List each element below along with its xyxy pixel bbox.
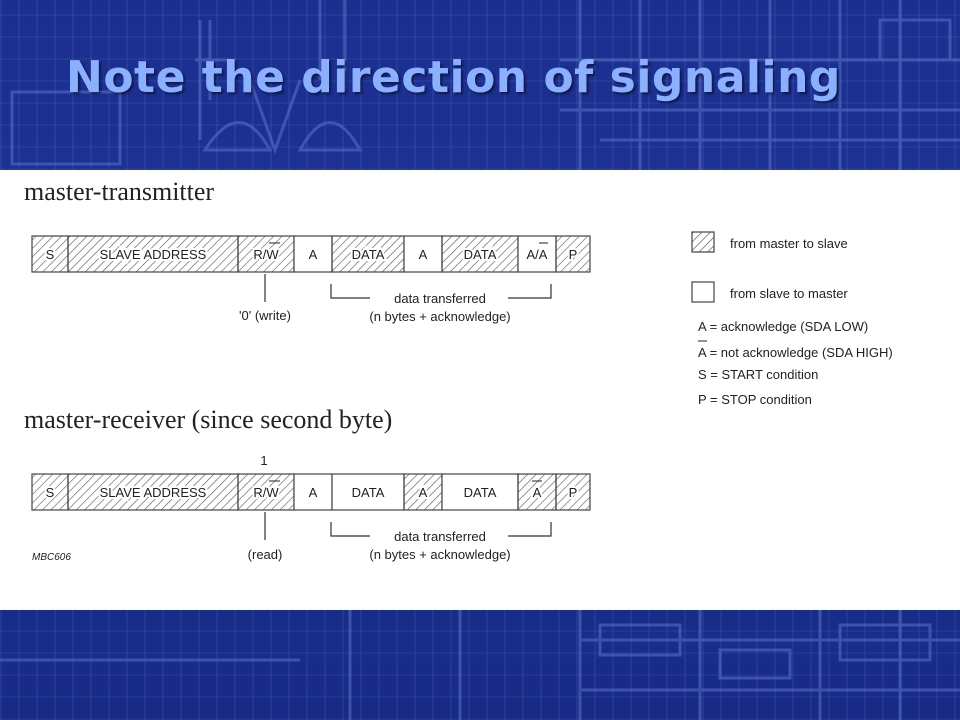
receiver-field-box bbox=[293, 473, 333, 511]
receiver-field-box bbox=[237, 473, 295, 511]
transmitter-field-box bbox=[517, 235, 557, 273]
transmitter-field-3: A bbox=[293, 235, 333, 273]
transmitter-field-label: P bbox=[569, 247, 578, 262]
transmitter-field-box bbox=[67, 235, 239, 273]
transmitter-field-box bbox=[237, 235, 295, 273]
receiver-field-box bbox=[441, 473, 519, 511]
rx-rw-value: 1 bbox=[260, 453, 267, 468]
legend-def-stop: P = STOP condition bbox=[698, 392, 812, 407]
receiver-field-label: R/W bbox=[253, 485, 279, 500]
transmitter-field-6: DATA bbox=[441, 235, 519, 273]
legend-blank-swatch bbox=[691, 281, 715, 303]
legend-hatched-swatch bbox=[691, 231, 715, 253]
tx-transfer-bracket bbox=[330, 284, 552, 299]
transmitter-field-box bbox=[555, 235, 591, 273]
tx-transfer-line2: (n bytes + acknowledge) bbox=[369, 309, 510, 324]
legend-master-to-slave: from master to slave bbox=[730, 236, 848, 251]
receiver-field-label: A bbox=[309, 485, 318, 500]
receiver-frame-row: S SLAVE ADDRESS R/W A DATA A DATA A P bbox=[31, 473, 591, 511]
transmitter-field-label: DATA bbox=[464, 247, 497, 262]
transmitter-field-1: SLAVE ADDRESS bbox=[67, 235, 239, 273]
tx-rw-note: '0' (write) bbox=[239, 308, 291, 323]
receiver-heading: master-receiver (since second byte) bbox=[24, 405, 392, 434]
rx-rw-note: (read) bbox=[248, 547, 283, 562]
transmitter-field-label: A bbox=[419, 247, 428, 262]
receiver-field-box bbox=[517, 473, 557, 511]
transmitter-field-label: S bbox=[46, 247, 55, 262]
transmitter-frame-row: S SLAVE ADDRESS R/W A DATA A DATA A/A P bbox=[31, 235, 591, 273]
transmitter-field-box bbox=[293, 235, 333, 273]
receiver-field-box bbox=[67, 473, 239, 511]
receiver-field-1: SLAVE ADDRESS bbox=[67, 473, 239, 511]
legend-def-not-ack: A = not acknowledge (SDA HIGH) bbox=[698, 345, 893, 360]
receiver-field-5: A bbox=[403, 473, 443, 511]
receiver-field-label: DATA bbox=[352, 485, 385, 500]
transmitter-field-box bbox=[403, 235, 443, 273]
receiver-field-8: P bbox=[555, 473, 591, 511]
transmitter-field-label: DATA bbox=[352, 247, 385, 262]
receiver-field-label: A bbox=[533, 485, 542, 500]
receiver-field-box bbox=[555, 473, 591, 511]
legend-slave-to-master: from slave to master bbox=[730, 286, 848, 301]
receiver-field-0: S bbox=[31, 473, 69, 511]
transmitter-heading: master-transmitter bbox=[24, 177, 214, 206]
receiver-field-label: SLAVE ADDRESS bbox=[100, 485, 207, 500]
receiver-field-box bbox=[31, 473, 69, 511]
receiver-field-label: A bbox=[419, 485, 428, 500]
transmitter-field-2: R/W bbox=[237, 235, 295, 273]
receiver-field-box bbox=[403, 473, 443, 511]
receiver-field-3: A bbox=[293, 473, 333, 511]
rx-transfer-bracket bbox=[330, 522, 552, 537]
receiver-field-2: R/W bbox=[237, 473, 295, 511]
rx-transfer-line2: (n bytes + acknowledge) bbox=[369, 547, 510, 562]
transmitter-field-5: A bbox=[403, 235, 443, 273]
transmitter-field-label: SLAVE ADDRESS bbox=[100, 247, 207, 262]
receiver-field-label: S bbox=[46, 485, 55, 500]
receiver-field-label: DATA bbox=[464, 485, 497, 500]
i2c-frame-diagram: master-transmitter S SLAVE ADDRESS R/W A DAT… bbox=[24, 177, 893, 563]
receiver-field-4: DATA bbox=[331, 473, 405, 511]
transmitter-field-0: S bbox=[31, 235, 69, 273]
transmitter-field-label: A/A bbox=[527, 247, 548, 262]
transmitter-field-box bbox=[31, 235, 69, 273]
figure-code: MBC606 bbox=[32, 552, 71, 563]
transmitter-field-4: DATA bbox=[331, 235, 405, 273]
slide-title: Note the direction of signaling bbox=[66, 52, 841, 103]
receiver-field-7: A bbox=[517, 473, 557, 511]
transmitter-field-8: P bbox=[555, 235, 591, 273]
receiver-field-label: P bbox=[569, 485, 578, 500]
transmitter-field-label: A bbox=[309, 247, 318, 262]
transmitter-field-label: R/W bbox=[253, 247, 279, 262]
tx-transfer-line1: data transferred bbox=[394, 291, 486, 306]
rx-transfer-line1: data transferred bbox=[394, 529, 486, 544]
diagram-panel: master-transmitter S SLAVE ADDRESS R/W A DAT… bbox=[0, 170, 960, 610]
transmitter-field-7: A/A bbox=[517, 235, 557, 273]
legend-def-start: S = START condition bbox=[698, 367, 818, 382]
receiver-field-6: DATA bbox=[441, 473, 519, 511]
legend-def-ack: A = acknowledge (SDA LOW) bbox=[698, 319, 868, 334]
